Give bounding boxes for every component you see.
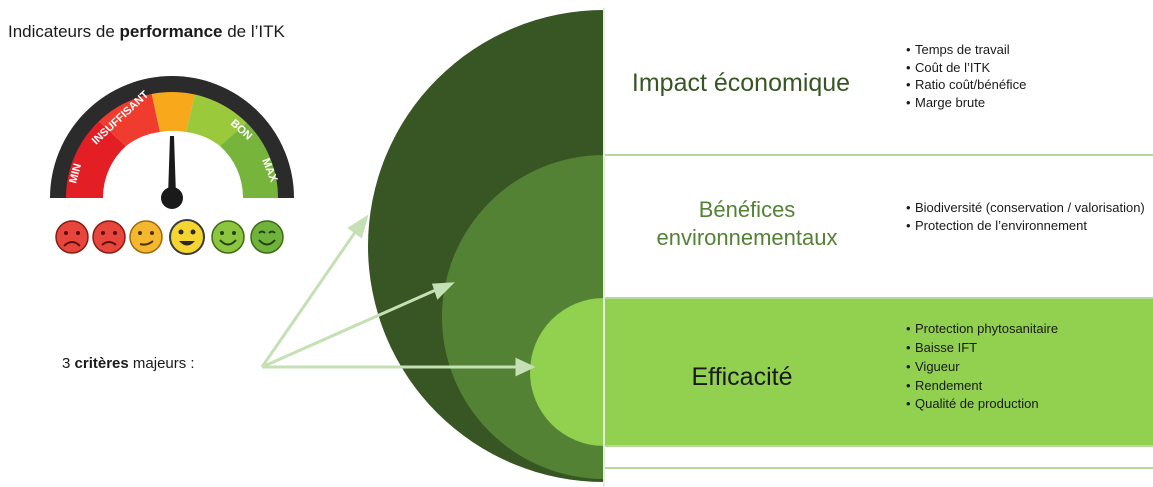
list-item: Vigueur: [906, 358, 1146, 377]
page-title: Indicateurs de performance de l’ITK: [8, 22, 285, 42]
rating-faces: [55, 219, 284, 255]
list-item: Rendement: [906, 377, 1146, 396]
gauge-rim: [50, 76, 294, 199]
band-environment-title-line1: Bénéfices: [698, 197, 796, 222]
face-surprised-icon: [169, 219, 205, 255]
title-bold: performance: [119, 22, 223, 41]
list-item: Protection phytosanitaire: [906, 320, 1146, 339]
band-efficacy-list: Protection phytosanitaire Baisse IFT Vig…: [906, 320, 1146, 414]
gauge-label-min: MIN: [67, 162, 84, 185]
list-item: Biodiversité (conservation / valorisatio…: [906, 199, 1146, 217]
gauge-segment-orange: [150, 83, 197, 132]
face-neutral-icon: [129, 220, 163, 254]
criteria-suffix: majeurs :: [128, 355, 195, 372]
half-circle-efficacy: [530, 298, 604, 446]
list-item: Baisse IFT: [906, 339, 1146, 358]
criteria-arrows: [260, 214, 536, 377]
list-item: Coût de l’ITK: [906, 59, 1146, 77]
band-economic-title: Impact économique: [631, 69, 851, 97]
title-suffix: de l’ITK: [222, 22, 285, 41]
list-item: Qualité de production: [906, 395, 1146, 414]
criteria-bold: critères: [74, 355, 129, 372]
list-item: Marge brute: [906, 94, 1146, 112]
band-efficacy-title: Efficacité: [691, 363, 793, 391]
band-environment-title: Bénéfices environnementaux: [612, 196, 882, 251]
criteria-prefix: 3: [62, 355, 75, 372]
title-prefix: Indicateurs de: [8, 22, 120, 41]
gauge-segment-red: [58, 116, 126, 198]
face-sad-icon: [92, 220, 126, 254]
gauge-segment-red-light: [93, 86, 160, 146]
band-environment-list: Biodiversité (conservation / valorisatio…: [906, 199, 1146, 234]
face-happy-icon: [211, 220, 245, 254]
criteria-label: 3 critères majeurs :: [62, 355, 195, 372]
list-item: Ratio coût/bénéfice: [906, 76, 1146, 94]
list-item: Protection de l’environnement: [906, 217, 1146, 235]
performance-gauge: MIN INSUFFISANT BON MAX: [50, 76, 294, 209]
face-very-sad-icon: [55, 220, 89, 254]
gauge-needle-hub: [161, 187, 183, 209]
band-economic-list: Temps de travail Coût de l’ITK Ratio coû…: [906, 41, 1146, 111]
gauge-needle: [168, 136, 176, 196]
list-item: Temps de travail: [906, 41, 1146, 59]
face-very-happy-icon: [250, 220, 284, 254]
band-environment-title-line2: environnementaux: [656, 224, 838, 250]
